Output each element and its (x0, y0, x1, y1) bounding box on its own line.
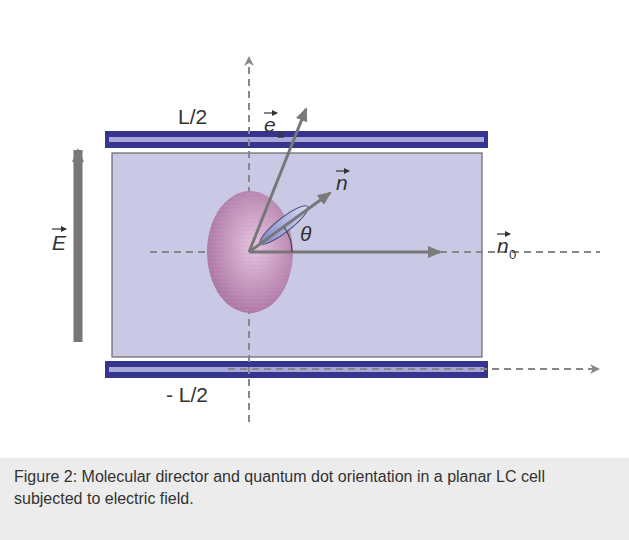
plate-position-label: L/2 (178, 106, 207, 127)
vector-subscript: 0 (509, 248, 516, 261)
vector-label: n (336, 172, 348, 193)
plate-position-label: - L/2 (166, 384, 208, 405)
field-label: E (52, 232, 66, 253)
angle-label: θ (300, 223, 311, 244)
vector-subscript: a (277, 127, 284, 140)
vector-label: e (264, 114, 276, 135)
vector-label: n (497, 235, 509, 256)
figure-caption: Figure 2: Molecular director and quantum… (14, 466, 604, 510)
